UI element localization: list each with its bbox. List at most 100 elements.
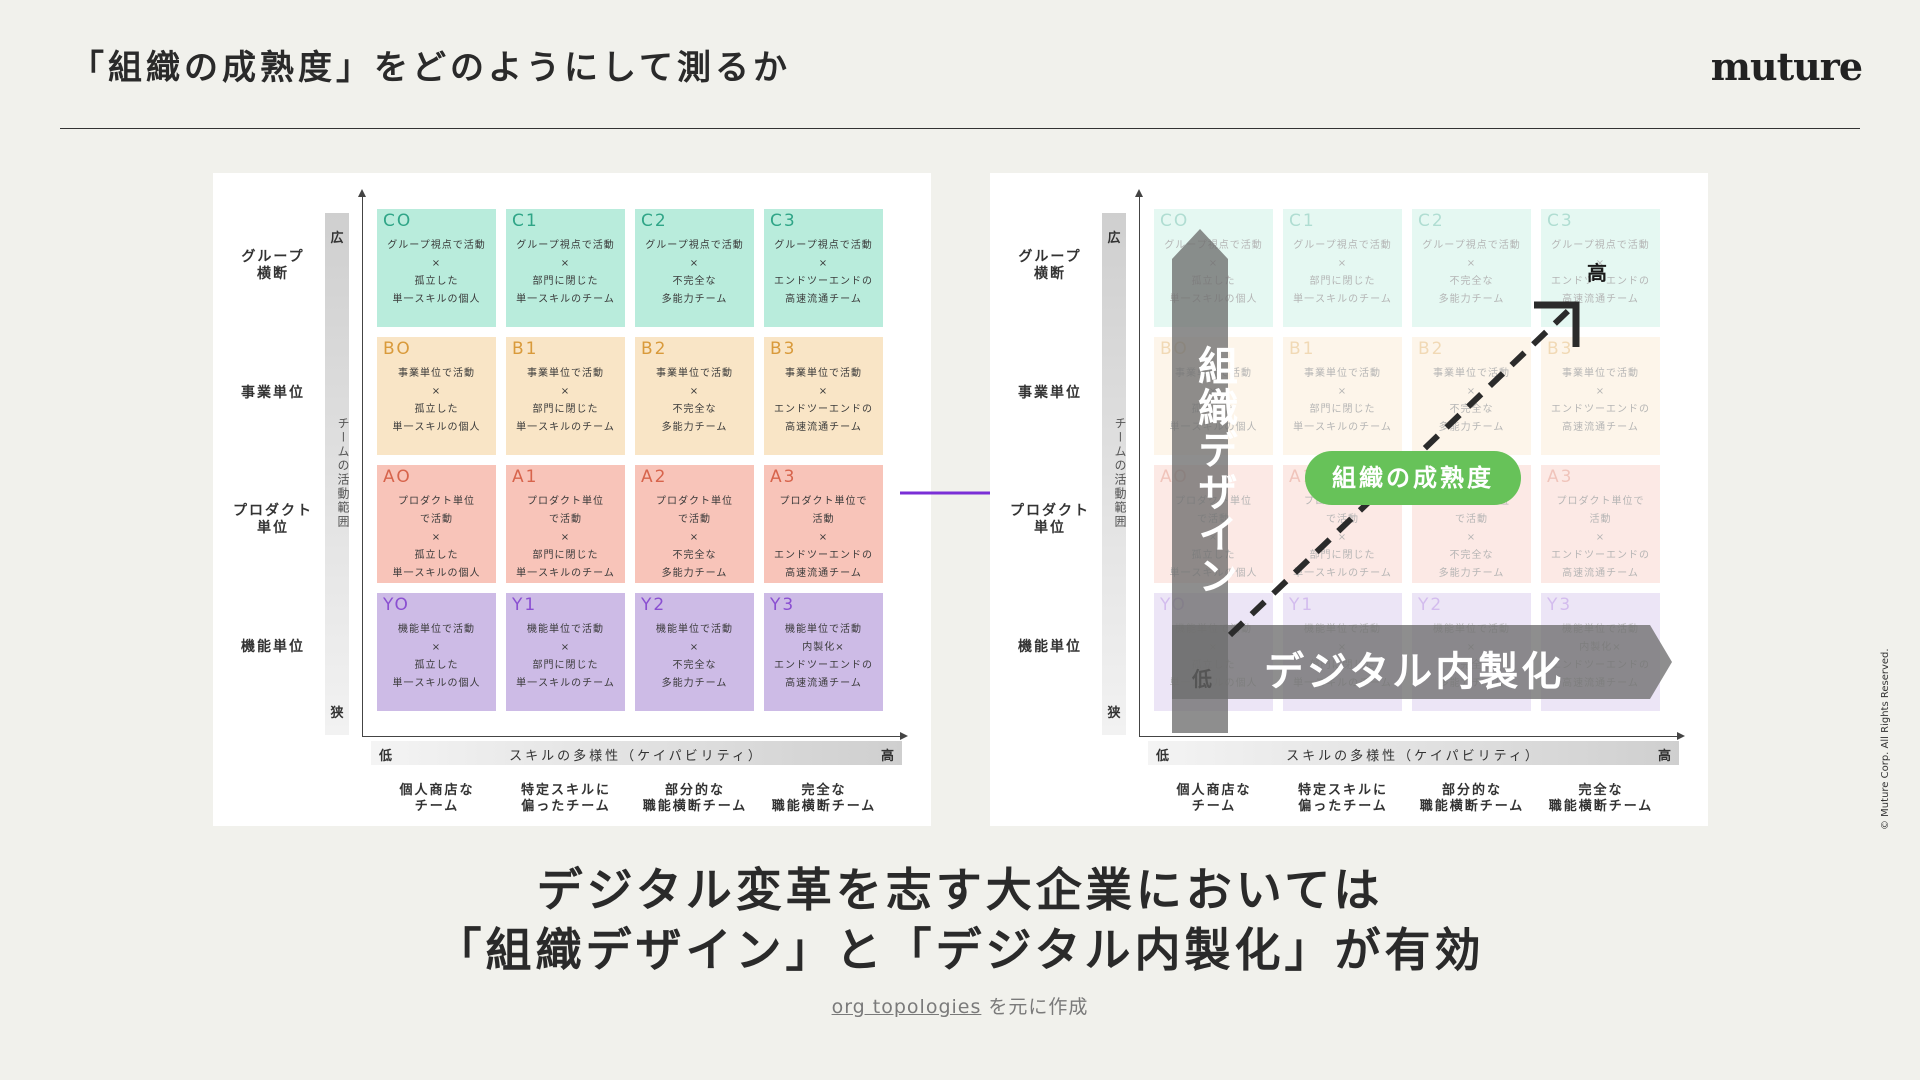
cell-description: プロダクト単位で 活動 × エンドツーエンドの 高速流通チーム [774,496,873,579]
header-divider [60,128,1860,129]
cell-description: 事業単位で活動 × 孤立した 単一スキルの個人 [392,368,481,433]
cell-description: グループ視点で活動 × 孤立した 単一スキルの個人 [1164,240,1263,305]
column-label-line: 偏ったチーム [521,799,611,814]
axis-y-arrow [358,189,366,197]
row-label: グループ横断 [223,249,323,283]
cell-code: A1 [512,467,539,487]
cell-code: B3 [1547,339,1574,359]
axis-y [362,195,363,737]
muture-logo: muture [1710,44,1863,89]
conclusion-line-2: 「組織デザイン」と「デジタル内製化」が有効 [435,923,1485,977]
y-axis-bottom-label: 狭 [1107,706,1121,721]
grid-cell: C3 グループ視点で活動 × エンドツーエンドの 高速流通チーム [1541,209,1660,327]
y-axis-title: チームの活動範囲 [1113,417,1127,529]
grid-cell: B3 事業単位で活動 × エンドツーエンドの 高速流通チーム [1541,337,1660,455]
column-label: 特定スキルに偏ったチーム [501,783,631,815]
grid-cell: A1 プロダクト単位 で活動 × 部門に閉じた 単一スキルのチーム [1283,465,1402,583]
row-label-line: 横断 [1034,266,1066,282]
row-label-line: 横断 [257,266,289,282]
row-label: プロダクト単位 [1000,503,1100,537]
cell-description: プロダクト単位 で活動 × 不完全な 多能力チーム [656,496,733,579]
cell-code: C2 [641,211,668,231]
cell-code: Y3 [770,595,796,615]
row-label-line: グループ [1018,249,1082,265]
org-topologies-link[interactable]: org topologies [831,996,982,1018]
x-axis-scale-bar: 低スキルの多様性（ケイパビリティ）高 [371,741,902,765]
grid-cell: BO 事業単位で活動 × 孤立した 単一スキルの個人 [377,337,496,455]
y-axis-top-label: 広 [330,231,344,246]
cell-description: グループ視点で活動 × 部門に閉じた 単一スキルのチーム [1293,240,1392,305]
page-title: 「組織の成熟度」をどのようにして測るか [70,48,791,88]
cell-code: BO [383,339,412,359]
conclusion-line-1: デジタル変革を志す大企業においては [536,863,1384,917]
cell-description: 機能単位で活動 × 孤立した 単一スキルの個人 [1169,624,1258,689]
column-label-line: 特定スキルに [520,783,611,798]
column-label-line: 部分的な [1441,783,1502,798]
column-label: 特定スキルに偏ったチーム [1278,783,1408,815]
grid-cell: YO 機能単位で活動 × 孤立した 単一スキルの個人 [377,593,496,711]
cell-code: Y1 [1289,595,1315,615]
cell-code: A1 [1289,467,1316,487]
cell-description: 機能単位で活動 × 孤立した 単一スキルの個人 [392,624,481,689]
cell-code: A2 [1418,467,1445,487]
cell-description: 機能単位で活動 × 不完全な 多能力チーム [656,624,733,689]
cell-code: A3 [1547,467,1574,487]
grid-cell: Y1 機能単位で活動 × 部門に閉じた 単一スキルのチーム [1283,593,1402,711]
column-label-line: 個人商店な [1176,783,1252,798]
cell-code: YO [383,595,410,615]
x-axis-high-label: 高 [1657,749,1671,764]
cell-description: グループ視点で活動 × 不完全な 多能力チーム [645,240,744,305]
cell-description: 機能単位で活動 × 部門に閉じた 単一スキルのチーム [1293,624,1392,689]
cell-description: 事業単位で活動 × 不完全な 多能力チーム [1433,368,1510,433]
cell-code: Y2 [1418,595,1444,615]
y-axis-title: チームの活動範囲 [336,417,350,529]
cell-description: グループ視点で活動 × 不完全な 多能力チーム [1422,240,1521,305]
y-axis-bottom-label: 狭 [330,706,344,721]
cell-code: CO [1160,211,1190,231]
row-label: 機能単位 [223,639,323,656]
cell-description: プロダクト単位 で活動 × 部門に閉じた 単一スキルのチーム [1293,496,1392,579]
cell-description: グループ視点で活動 × 孤立した 単一スキルの個人 [387,240,486,305]
axis-x-arrow [1677,732,1685,740]
grid-cell: B1 事業単位で活動 × 部門に閉じた 単一スキルのチーム [506,337,625,455]
cell-code: B3 [770,339,797,359]
cell-description: プロダクト単位 で活動 × 孤立した 単一スキルの個人 [1169,496,1258,579]
column-label-line: 完全な [1578,783,1624,798]
cell-description: 事業単位で活動 × 部門に閉じた 単一スキルのチーム [516,368,615,433]
cell-description: グループ視点で活動 × エンドツーエンドの 高速流通チーム [1551,240,1650,305]
cell-code: A2 [641,467,668,487]
row-label-line: 単位 [1034,520,1066,536]
axis-x [362,736,902,737]
cell-code: B1 [512,339,539,359]
cell-code: B2 [641,339,668,359]
cell-code: AO [383,467,412,487]
y-axis-scale-bar: 広チームの活動範囲狭 [1102,213,1127,735]
axis-x-arrow [900,732,908,740]
row-label: 事業単位 [1000,385,1100,402]
column-label-line: 特定スキルに [1297,783,1388,798]
x-axis-low-label: 低 [1156,749,1170,764]
row-label: プロダクト単位 [223,503,323,537]
column-label-line: 完全な [801,783,847,798]
column-label: 個人商店なチーム [1149,783,1279,815]
column-label-line: 職能横断チーム [1419,799,1525,814]
cell-description: 事業単位で活動 × エンドツーエンドの 高速流通チーム [1551,368,1650,433]
cell-description: プロダクト単位 で活動 × 孤立した 単一スキルの個人 [392,496,481,579]
row-label-line: グループ [241,249,305,265]
column-label-line: 個人商店な [399,783,475,798]
copyright: © Muture Corp. All Rights Reserved. [1880,648,1891,830]
cell-code: C3 [1547,211,1574,231]
